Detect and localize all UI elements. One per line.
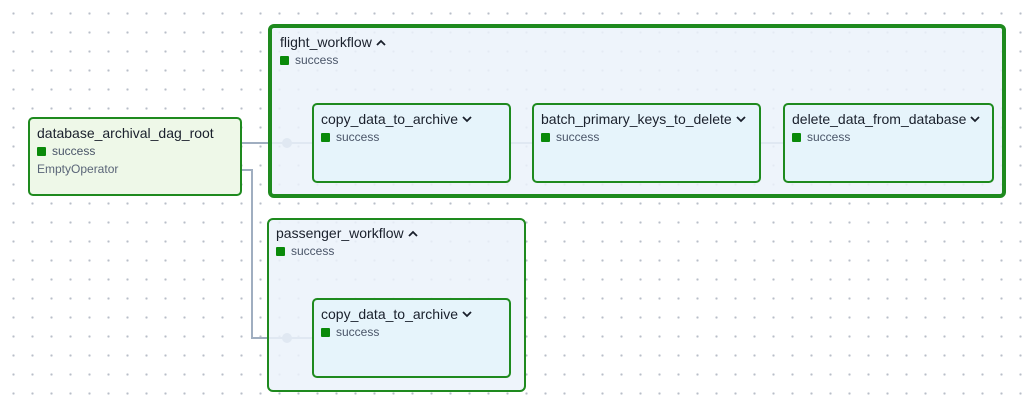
batch-primary-keys-to-delete-node[interactable]: batch_primary_keys_to_delete success: [532, 103, 761, 183]
task-status: success: [792, 130, 985, 144]
delete-data-from-database-node[interactable]: delete_data_from_database success: [783, 103, 994, 183]
task-label: batch_primary_keys_to_delete: [541, 111, 732, 127]
task-status-label: success: [556, 130, 600, 144]
task-label: copy_data_to_archive: [321, 306, 458, 322]
task-label: copy_data_to_archive: [321, 111, 458, 127]
task-status-label: success: [336, 325, 380, 339]
passenger-workflow-header[interactable]: passenger_workflow: [276, 225, 517, 241]
chevron-up-icon[interactable]: [407, 230, 418, 237]
flight-workflow-status-label: success: [295, 53, 339, 67]
success-square-icon: [280, 55, 289, 65]
chevron-down-icon[interactable]: [970, 115, 980, 123]
flight-copy-data-to-archive-node[interactable]: copy_data_to_archive success: [312, 103, 511, 183]
task-status: success: [541, 130, 752, 144]
chevron-down-icon[interactable]: [462, 310, 472, 318]
root-task-node[interactable]: database_archival_dag_root success Empty…: [28, 117, 242, 196]
root-operator: EmptyOperator: [37, 162, 119, 176]
task-status: success: [321, 130, 502, 144]
success-square-icon: [792, 132, 801, 142]
success-square-icon: [321, 132, 330, 142]
chevron-up-icon[interactable]: [376, 39, 386, 46]
passenger-workflow-status: success: [276, 244, 517, 258]
chevron-down-icon[interactable]: [462, 115, 472, 123]
success-square-icon: [541, 132, 550, 142]
chevron-down-icon[interactable]: [736, 115, 746, 123]
task-status-label: success: [336, 130, 380, 144]
task-status-label: success: [807, 130, 851, 144]
passenger-workflow-label: passenger_workflow: [276, 225, 404, 241]
success-square-icon: [37, 146, 46, 156]
task-label: delete_data_from_database: [792, 111, 967, 127]
flight-workflow-label: flight_workflow: [280, 34, 372, 50]
root-status: success: [37, 144, 233, 158]
flight-workflow-status: success: [280, 53, 994, 67]
flight-workflow-header[interactable]: flight_workflow: [280, 34, 994, 50]
passenger-workflow-status-label: success: [291, 244, 335, 258]
passenger-copy-data-to-archive-node[interactable]: copy_data_to_archive success: [312, 298, 511, 378]
root-task-label: database_archival_dag_root: [37, 125, 214, 141]
success-square-icon: [321, 327, 330, 337]
success-square-icon: [276, 246, 285, 256]
root-status-label: success: [52, 144, 96, 158]
task-status: success: [321, 325, 502, 339]
